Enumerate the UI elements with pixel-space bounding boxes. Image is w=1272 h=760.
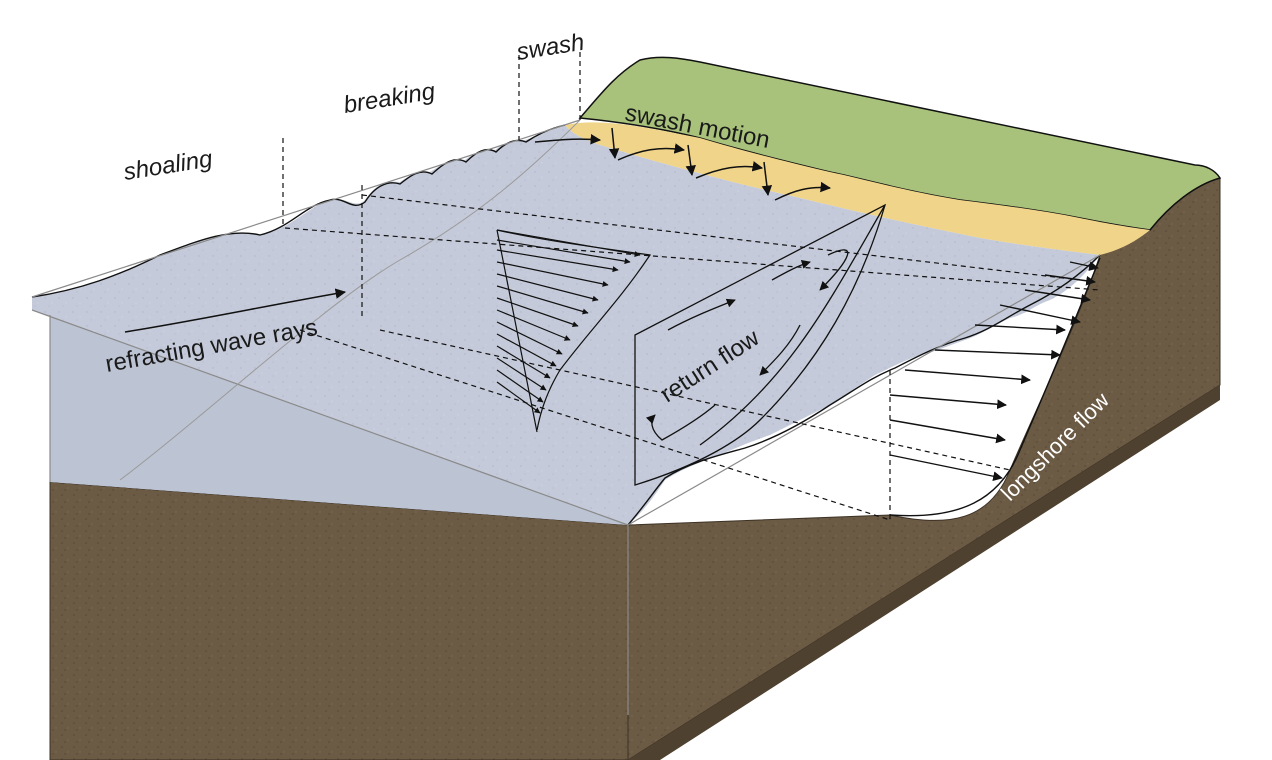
sediment-front-face bbox=[50, 482, 628, 760]
swash-label: swash bbox=[515, 29, 586, 66]
shoaling-label: shoaling bbox=[122, 145, 215, 186]
breaking-label: breaking bbox=[342, 78, 438, 119]
